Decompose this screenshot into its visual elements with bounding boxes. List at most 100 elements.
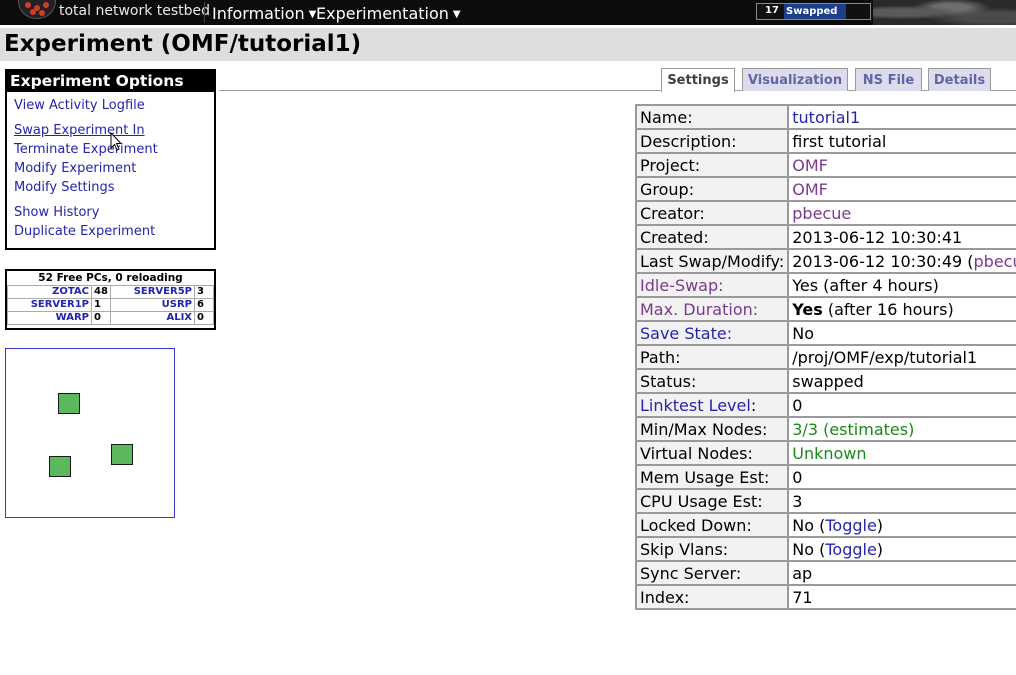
skip-vlans-label: Skip Vlans: <box>634 536 790 562</box>
table-row: Linktest Level: 0 <box>634 392 1016 418</box>
table-row: Project: OMF <box>634 152 1016 178</box>
mouse-cursor-icon <box>110 132 123 151</box>
topology-node <box>111 444 133 465</box>
terminate-experiment-link[interactable]: Terminate Experiment <box>14 142 158 157</box>
mem-usage-value: 0 <box>787 464 1016 490</box>
pc-type-link[interactable]: ZOTAC <box>7 285 92 299</box>
skip-vlans-value: No ( <box>792 539 826 559</box>
mem-usage-label: Mem Usage Est: <box>634 464 790 490</box>
virtual-nodes-label: Virtual Nodes: <box>634 440 790 466</box>
information-menu-label: Information <box>212 4 305 23</box>
pc-type-link[interactable]: ALIX <box>110 311 195 325</box>
table-row: Locked Down: No (Toggle) <box>634 512 1016 538</box>
linktest-level-help-link[interactable]: Linktest Level <box>640 395 751 415</box>
testbed-logo[interactable] <box>18 0 56 19</box>
table-row: Virtual Nodes: Unknown <box>634 440 1016 466</box>
information-menu[interactable]: Information▼ <box>212 4 316 23</box>
max-duration-help-link[interactable]: Max. Duration: <box>640 299 759 319</box>
table-row: ZOTAC 48 SERVER5P 3 <box>7 285 214 299</box>
show-history-link[interactable]: Show History <box>14 205 100 220</box>
chevron-down-icon: ▼ <box>308 9 317 20</box>
page-title: Experiment (OMF/tutorial1) <box>4 31 362 57</box>
project-label: Project: <box>634 152 790 178</box>
free-pcs-table: 52 Free PCs, 0 reloading ZOTAC 48 SERVER… <box>5 269 216 330</box>
last-swap-label: Last Swap/Modify: <box>634 248 790 274</box>
topology-node <box>58 393 80 414</box>
table-row: Name: tutorial1 <box>634 104 1016 130</box>
creator-label: Creator: <box>634 200 790 226</box>
tab-visualization[interactable]: Visualization <box>742 68 848 91</box>
path-label: Path: <box>634 344 790 370</box>
last-swap-date: 2013-06-12 10:30:49 ( <box>792 251 974 271</box>
pc-type-link[interactable]: USRP <box>110 298 195 312</box>
duplicate-experiment-link[interactable]: Duplicate Experiment <box>14 224 156 239</box>
status-value: swapped <box>787 368 1016 394</box>
pc-count: 6 <box>194 298 214 312</box>
table-row: Status: swapped <box>634 368 1016 394</box>
experiment-name-link[interactable]: tutorial1 <box>792 107 861 127</box>
locked-down-label: Locked Down: <box>634 512 790 538</box>
tab-settings[interactable]: Settings <box>661 68 735 92</box>
pc-type-link[interactable]: SERVER1P <box>7 298 92 312</box>
min-max-nodes-value: 3/3 (estimates) <box>792 419 915 439</box>
status-label: Status: <box>634 368 790 394</box>
pc-type-link[interactable]: SERVER5P <box>110 285 195 299</box>
index-value: 71 <box>787 584 1016 610</box>
table-row: Last Swap/Modify: 2013-06-12 10:30:49 (p… <box>634 248 1016 274</box>
created-value: 2013-06-12 10:30:41 <box>787 224 1016 250</box>
table-row: Skip Vlans: No (Toggle) <box>634 536 1016 562</box>
max-duration-yes: Yes <box>792 299 823 319</box>
site-title[interactable]: total network testbed <box>59 3 211 19</box>
project-link[interactable]: OMF <box>792 155 828 175</box>
creator-link[interactable]: pbecue <box>792 203 852 223</box>
path-value: /proj/OMF/exp/tutorial1 <box>787 344 1016 370</box>
title-bar: Experiment (OMF/tutorial1) <box>0 28 1016 61</box>
locked-down-close: ) <box>876 515 884 535</box>
skip-vlans-toggle-link[interactable]: Toggle <box>825 539 877 559</box>
view-activity-logfile-link[interactable]: View Activity Logfile <box>14 98 145 113</box>
group-link[interactable]: OMF <box>792 179 828 199</box>
swapped-experiments-widget[interactable]: 17 Swapped <box>756 3 871 20</box>
tab-details[interactable]: Details <box>928 68 991 91</box>
table-row: Save State: No <box>634 320 1016 346</box>
idle-swap-help-link[interactable]: Idle-Swap: <box>640 275 724 295</box>
save-state-value: No <box>787 320 1016 346</box>
last-swap-user-link[interactable]: pbecue <box>973 251 1016 271</box>
swap-experiment-in-link[interactable]: Swap Experiment In <box>14 123 145 138</box>
table-row: CPU Usage Est: 3 <box>634 488 1016 514</box>
linktest-level-value: 0 <box>787 392 1016 418</box>
experimentation-menu[interactable]: Experimentation▼ <box>316 4 461 23</box>
swapped-label: Swapped <box>784 4 846 19</box>
pc-count: 1 <box>91 298 111 312</box>
topology-thumbnail[interactable] <box>5 348 175 518</box>
created-label: Created: <box>634 224 790 250</box>
tab-ns-file[interactable]: NS File <box>855 68 922 91</box>
sync-server-label: Sync Server: <box>634 560 790 586</box>
pc-count: 0 <box>194 311 214 325</box>
skip-vlans-close: ) <box>876 539 884 559</box>
locked-down-toggle-link[interactable]: Toggle <box>825 515 877 535</box>
table-row: Description: first tutorial <box>634 128 1016 154</box>
chevron-down-icon: ▼ <box>452 9 461 20</box>
pc-count: 0 <box>91 311 111 325</box>
sync-server-value: ap <box>787 560 1016 586</box>
table-row: Index: 71 <box>634 584 1016 610</box>
pc-count: 3 <box>194 285 214 299</box>
min-max-nodes-label: Min/Max Nodes: <box>634 416 790 442</box>
locked-down-value: No ( <box>792 515 826 535</box>
index-label: Index: <box>634 584 790 610</box>
table-row: Creator: pbecue <box>634 200 1016 226</box>
experimentation-menu-label: Experimentation <box>316 4 449 23</box>
experiment-options-header: Experiment Options <box>7 71 214 92</box>
table-row: Path: /proj/OMF/exp/tutorial1 <box>634 344 1016 370</box>
save-state-help-link[interactable]: Save State: <box>640 323 733 343</box>
tabs-divider <box>219 90 1016 91</box>
cpu-usage-label: CPU Usage Est: <box>634 488 790 514</box>
modify-settings-link[interactable]: Modify Settings <box>14 180 115 195</box>
pc-type-link[interactable]: WARP <box>7 311 92 325</box>
virtual-nodes-value: Unknown <box>792 443 867 463</box>
modify-experiment-link[interactable]: Modify Experiment <box>14 161 137 176</box>
table-row: Mem Usage Est: 0 <box>634 464 1016 490</box>
linktest-colon: : <box>750 395 757 415</box>
table-row: SERVER1P 1 USRP 6 <box>7 298 214 312</box>
